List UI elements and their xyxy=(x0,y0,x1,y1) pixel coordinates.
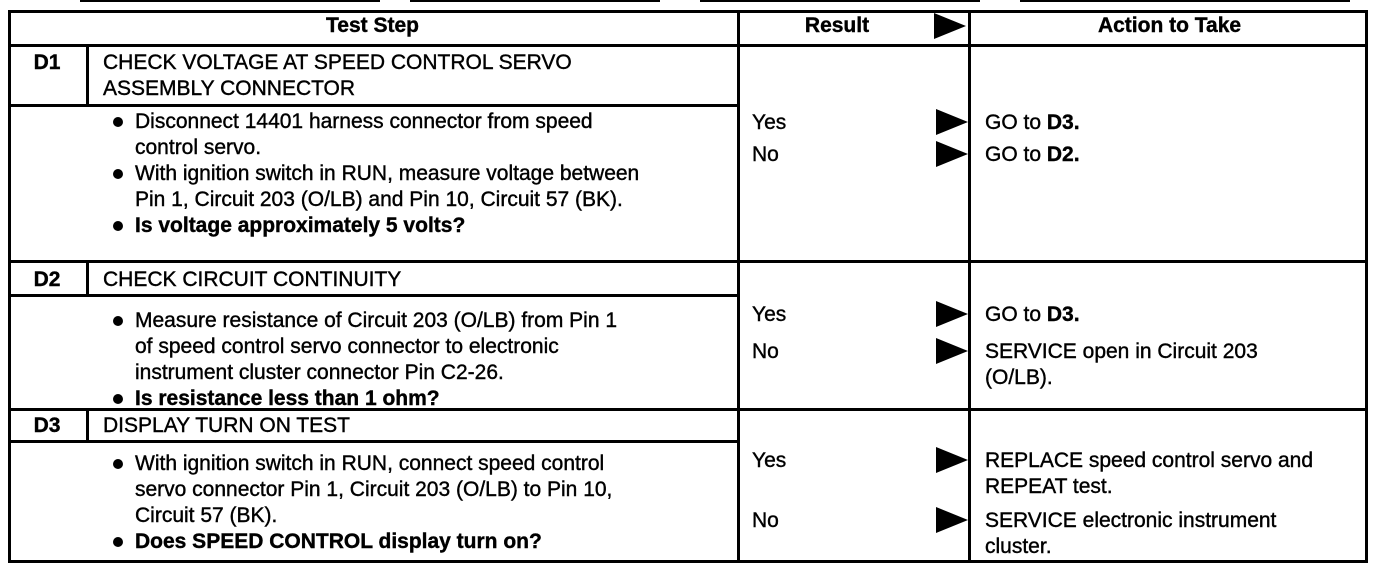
row-divider-d2-d3 xyxy=(8,408,1368,411)
scan-artifact-line xyxy=(700,0,980,2)
step-title-d2: CHECK CIRCUIT CONTINUITY xyxy=(103,268,402,291)
action-text: REPLACE speed control servo and REPEAT t… xyxy=(985,449,1314,498)
step-id-d1: D1 xyxy=(33,51,61,74)
instruction-question: Is resistance less than 1 ohm? xyxy=(104,386,640,412)
column-divider-result xyxy=(737,10,740,563)
result-label: Yes xyxy=(752,449,787,472)
table-border xyxy=(8,10,1368,563)
instruction-question: Does SPEED CONTROL display turn on? xyxy=(104,529,640,555)
instruction-item: With ignition switch in RUN, connect spe… xyxy=(104,451,640,529)
result-label: Yes xyxy=(752,111,787,134)
scan-artifact-line xyxy=(1020,0,1350,2)
result-arrow-icon xyxy=(936,338,968,364)
column-header-action: Action to Take xyxy=(1097,14,1242,37)
result-arrow-icon xyxy=(936,447,968,473)
instruction-item: With ignition switch in RUN, measure vol… xyxy=(104,161,640,213)
step-id-divider-d2 xyxy=(86,263,89,294)
column-header-result: Result xyxy=(804,14,870,37)
action-text: GO to D2. xyxy=(985,143,1080,166)
action-text: GO to D3. xyxy=(985,111,1080,134)
result-arrow-icon xyxy=(936,507,968,533)
header-divider xyxy=(8,44,1368,47)
instruction-item: Measure resistance of Circuit 203 (O/LB)… xyxy=(104,308,640,386)
instruction-question: Is voltage approximately 5 volts? xyxy=(104,213,640,239)
result-label: No xyxy=(752,509,779,532)
action-text: GO to D3. xyxy=(985,303,1080,326)
instruction-item: Disconnect 14401 harness connector from … xyxy=(104,109,640,161)
title-divider-d2 xyxy=(8,294,740,297)
result-label: No xyxy=(752,143,779,166)
result-header-arrow-icon xyxy=(934,13,966,39)
step-id-divider-d1 xyxy=(86,47,89,104)
step-instructions-d1: Disconnect 14401 harness connector from … xyxy=(104,109,649,239)
column-divider-action xyxy=(968,10,971,563)
step-instructions-d3: With ignition switch in RUN, connect spe… xyxy=(104,451,649,555)
result-arrow-icon xyxy=(936,109,968,135)
title-divider-d3 xyxy=(8,440,740,443)
step-id-d2: D2 xyxy=(33,268,61,291)
step-title-d3: DISPLAY TURN ON TEST xyxy=(103,414,351,437)
row-divider-d1-d2 xyxy=(8,260,1368,263)
step-id-divider-d3 xyxy=(86,411,89,440)
scan-artifact-line xyxy=(410,0,660,2)
result-arrow-icon xyxy=(936,301,968,327)
scan-artifact-line xyxy=(80,0,380,2)
step-id-d3: D3 xyxy=(33,414,61,437)
action-text: SERVICE open in Circuit 203 (O/LB). xyxy=(985,340,1258,389)
step-instructions-d2: Measure resistance of Circuit 203 (O/LB)… xyxy=(104,308,649,412)
result-label: Yes xyxy=(752,303,787,326)
column-header-test-step: Test Step xyxy=(326,14,419,37)
title-divider-d1 xyxy=(8,104,740,107)
result-label: No xyxy=(752,340,779,363)
action-text: SERVICE electronic instrument cluster. xyxy=(985,509,1277,558)
step-title-d1: CHECK VOLTAGE AT SPEED CONTROL SERVO ASS… xyxy=(103,51,572,100)
result-arrow-icon xyxy=(936,141,968,167)
